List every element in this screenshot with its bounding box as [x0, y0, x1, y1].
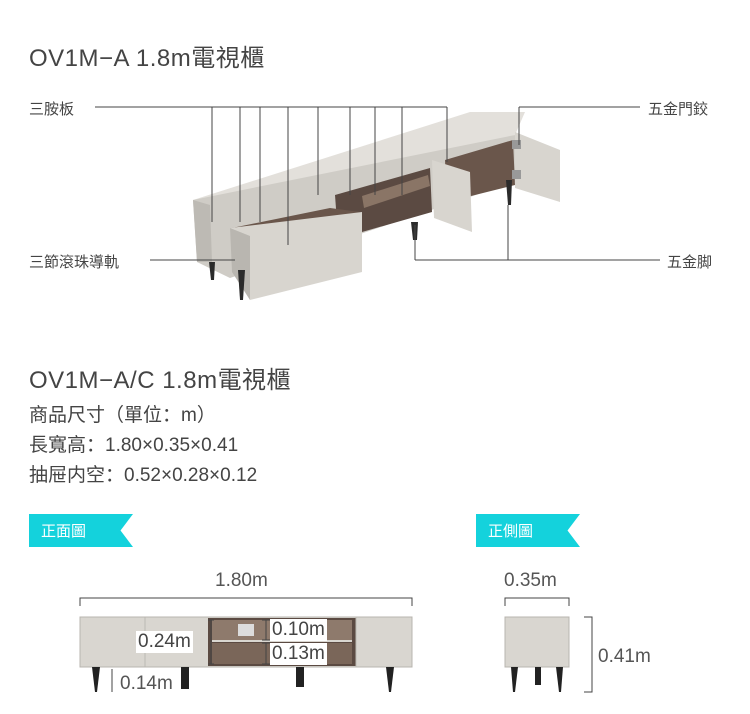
cabinet-body [193, 112, 560, 300]
spec-unit-line: 商品尺寸（單位：m） [29, 405, 216, 426]
callout-rail: 三節滾珠導軌 [29, 254, 120, 271]
front-width-label: 1.80m [215, 570, 268, 591]
spec-drawer-line: 抽屉内空：0.52×0.28×0.12 [29, 465, 258, 486]
front-shelf-bottom-label: 0.13m [270, 643, 327, 665]
callout-lines [95, 106, 660, 261]
side-view-tag: 正側圖 [476, 514, 580, 547]
spec-size-line: 長寬高：1.80×0.35×0.41 [29, 435, 239, 456]
spec-title: OV1M−A/C 1.8m電視櫃 [29, 367, 292, 394]
side-view-cabinet [504, 597, 593, 693]
callout-feet: 五金脚 [667, 254, 713, 271]
front-left-height-label: 0.24m [136, 631, 193, 653]
front-shelf-top-label: 0.10m [270, 619, 327, 641]
callout-hinge: 五金門鉸 [648, 101, 709, 118]
product-title: OV1M−A 1.8m電視櫃 [29, 45, 265, 72]
callout-board: 三胺板 [29, 101, 75, 118]
side-depth-label: 0.35m [504, 570, 557, 591]
front-view-tag: 正面圖 [29, 514, 133, 547]
front-leg-height-label: 0.14m [120, 673, 173, 694]
side-height-label: 0.41m [598, 646, 651, 667]
